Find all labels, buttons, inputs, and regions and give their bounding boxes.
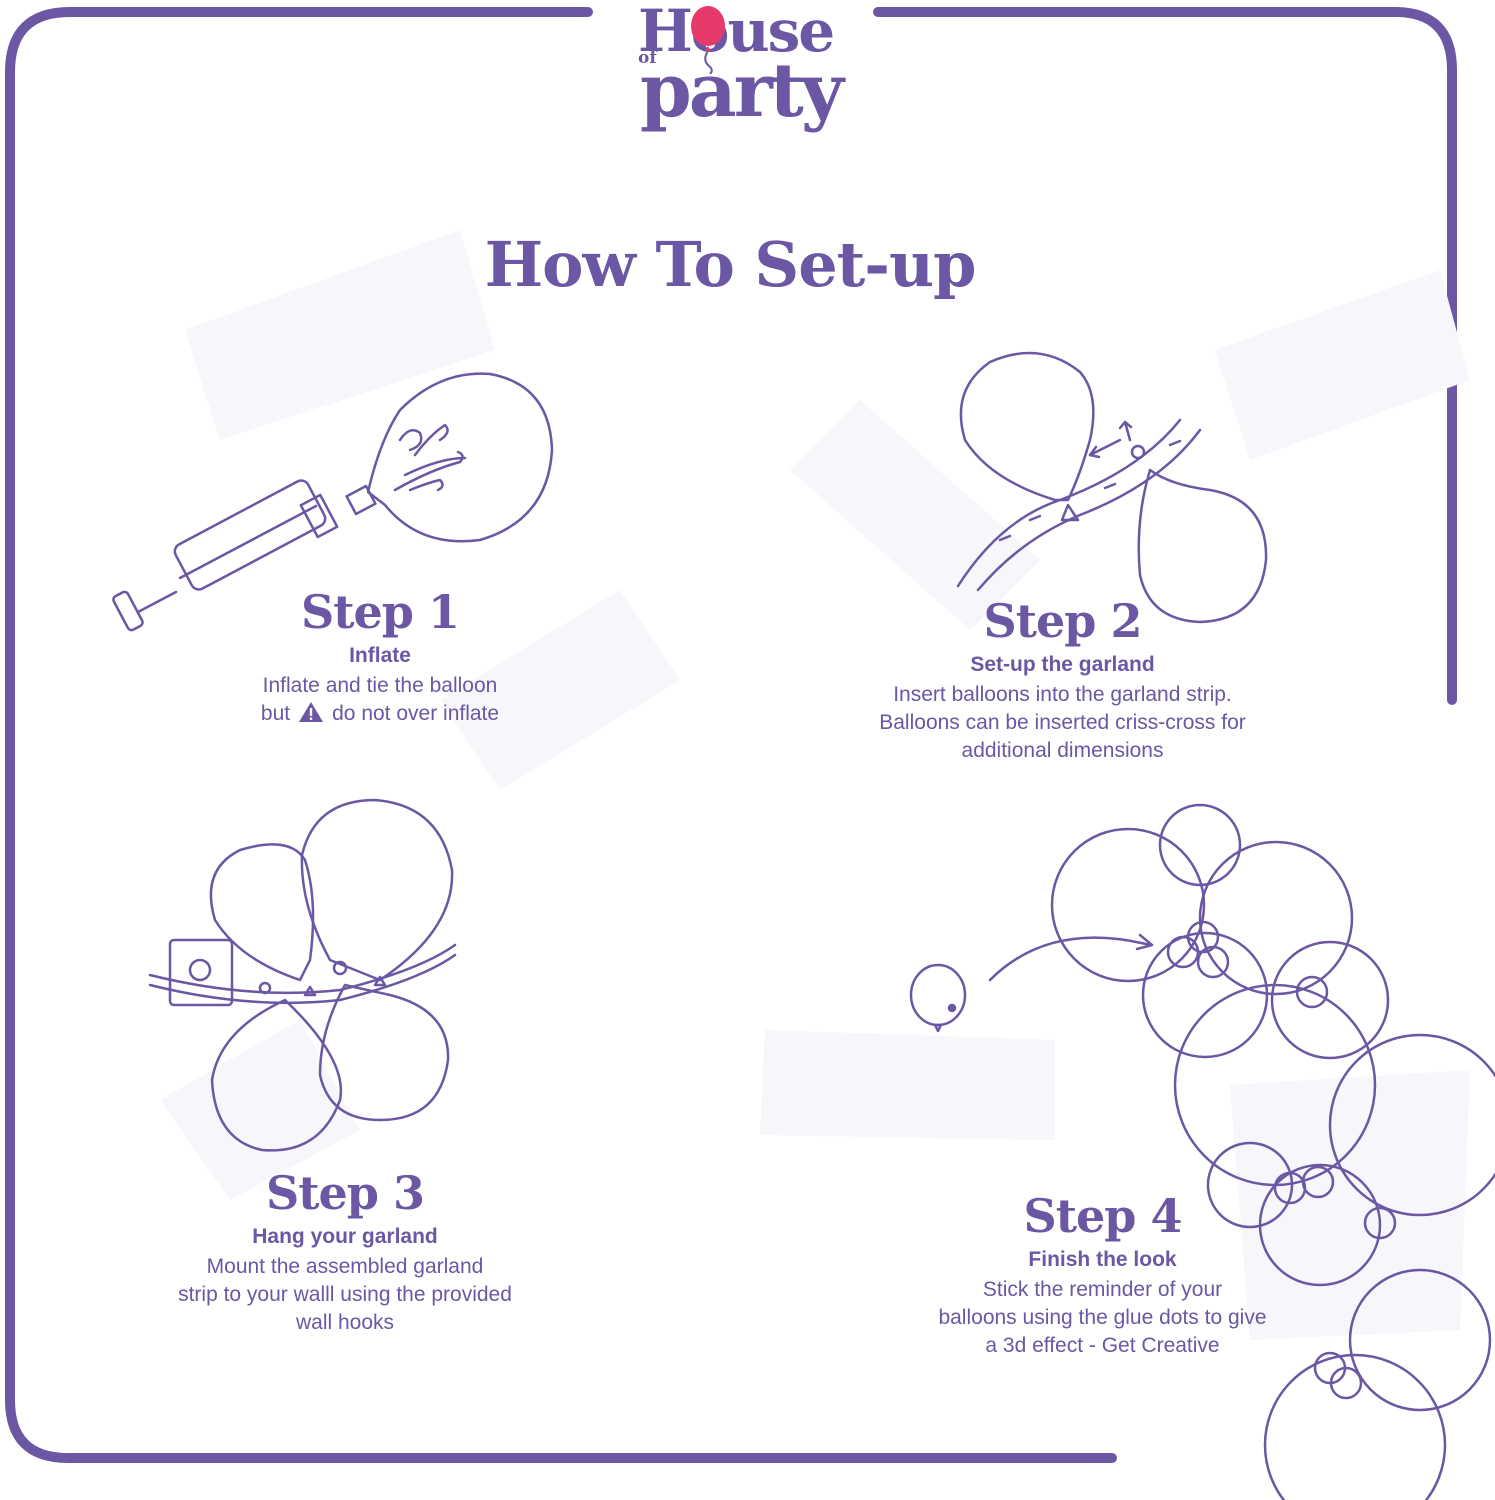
step-2: Step 2 Set-up the garland Insert balloon… xyxy=(830,593,1295,765)
step-heading: Step 2 xyxy=(983,594,1143,648)
house-of-party-logo: House of party xyxy=(636,0,844,150)
step-desc-line: Stick the reminder of your xyxy=(982,1278,1223,1301)
step-description: Inflate and tie the balloon but do not ov… xyxy=(190,672,570,728)
warning-icon xyxy=(299,702,324,722)
step-heading: Step 1 xyxy=(301,585,460,639)
step-4: Step 4 Finish the look Stick the reminde… xyxy=(900,1188,1305,1360)
step-desc-line: Balloons can be inserted criss-cross for xyxy=(879,711,1246,734)
step-desc-line: Mount the assembled garland xyxy=(206,1255,484,1278)
step-desc-prefix: but xyxy=(260,702,291,725)
step-subtitle: Set-up the garland xyxy=(970,653,1155,676)
step-desc-line: balloons using the glue dots to give xyxy=(938,1306,1267,1329)
page-title: How To Set-up xyxy=(484,228,977,301)
step-desc-line: Inflate and tie the balloon xyxy=(262,674,498,697)
step-desc-line: a 3d effect - Get Creative xyxy=(985,1334,1220,1357)
background-shapes xyxy=(160,230,1470,1340)
step-desc-line: but do not over inflate xyxy=(190,700,570,728)
logo-house-text: House xyxy=(638,0,835,65)
step-desc-line: strip to your walll using the provided xyxy=(178,1283,512,1306)
step-heading: Step 3 xyxy=(266,1166,425,1220)
balloon-icon xyxy=(691,6,725,74)
step-desc-line: wall hooks xyxy=(295,1311,395,1334)
step-desc-line: additional dimensions xyxy=(961,739,1164,762)
logo-of-text: of xyxy=(638,48,657,68)
step-description: Mount the assembled garland strip to you… xyxy=(130,1253,560,1337)
step-3: Step 3 Hang your garland Mount the assem… xyxy=(130,1165,560,1337)
step-subtitle: Inflate xyxy=(349,644,411,667)
step-subtitle: Finish the look xyxy=(1028,1248,1177,1271)
step-description: Insert balloons into the garland strip. … xyxy=(830,681,1295,765)
step-desc-suffix: do not over inflate xyxy=(332,702,500,725)
step-desc-line: Insert balloons into the garland strip. xyxy=(893,683,1232,706)
step-heading: Step 4 xyxy=(1023,1189,1183,1243)
step-1: Step 1 Inflate Inflate and tie the ballo… xyxy=(190,584,570,728)
step-description: Stick the reminder of your balloons usin… xyxy=(900,1276,1305,1360)
step-subtitle: Hang your garland xyxy=(252,1225,438,1248)
logo-party-text: party xyxy=(640,48,844,134)
